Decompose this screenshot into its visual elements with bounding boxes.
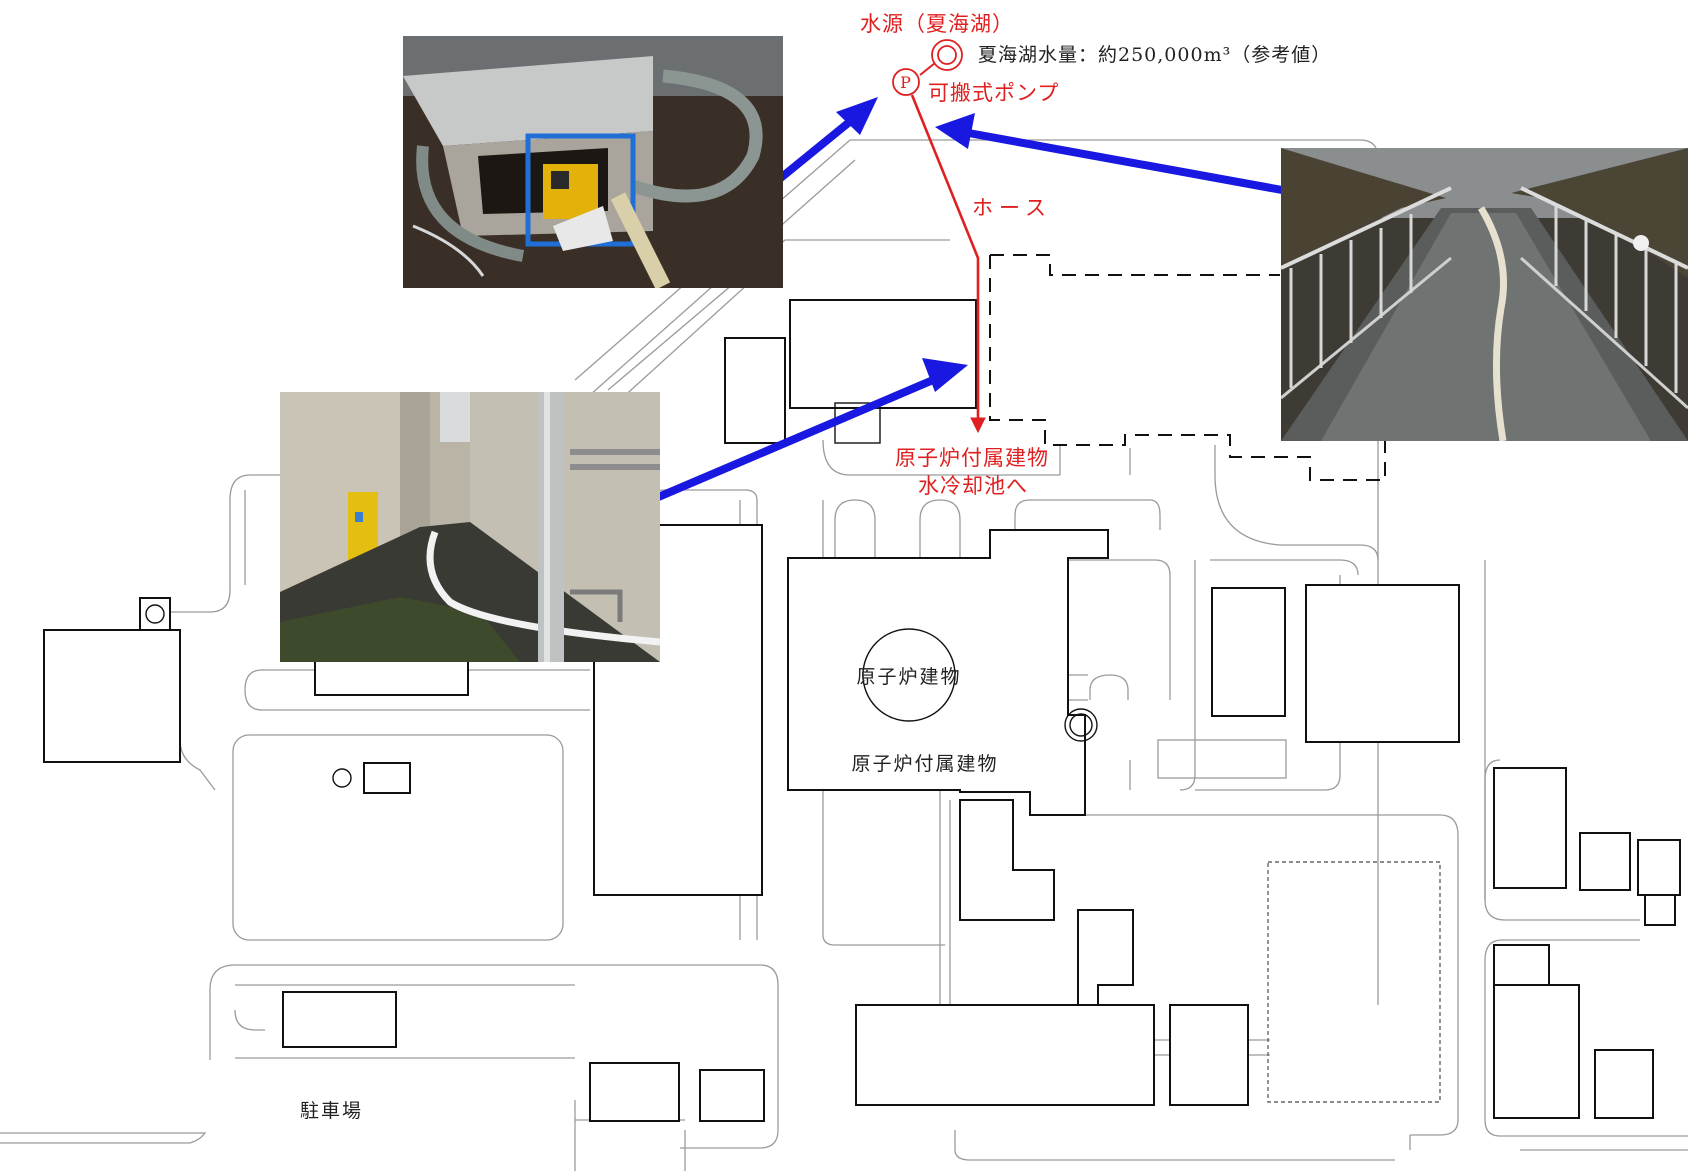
building-east-h — [1493, 984, 1580, 1119]
pump-symbol: P — [900, 73, 912, 92]
tank-small — [332, 768, 352, 788]
arrow-building-photo — [626, 373, 942, 514]
building-north-a — [724, 337, 786, 444]
photo-pointer-arrows — [626, 97, 1316, 514]
building-north-b — [789, 299, 977, 409]
lake-volume-note: 夏海湖水量：約250,000m³（参考値） — [978, 44, 1331, 66]
building-east-d — [1579, 832, 1631, 891]
reactor-aux-building-label: 原子炉付属建物 — [851, 753, 998, 775]
building-small-b — [363, 762, 411, 794]
hose-route — [910, 94, 986, 434]
tank-west — [145, 604, 165, 624]
building-east-a — [1211, 587, 1286, 717]
pump-icon — [892, 68, 920, 96]
building-side-hose-photo — [280, 392, 660, 662]
reactor-building-label: 原子炉建物 — [856, 666, 961, 688]
building-south-b — [1077, 909, 1134, 1006]
building-southwest-b — [589, 1062, 680, 1122]
building-east-e — [1637, 839, 1681, 896]
arrow-walkway-photo — [962, 128, 1316, 200]
water-source-icon — [931, 39, 963, 71]
building-south-d — [1169, 1004, 1249, 1106]
building-west — [43, 629, 181, 763]
portable-pump-label: 可搬式ポンプ — [928, 81, 1059, 105]
destination-label-line2: 水冷却池へ — [918, 474, 1028, 498]
portable-pump-photo — [403, 36, 783, 288]
building-east-f — [1644, 894, 1676, 926]
tank-reactor — [1064, 708, 1098, 742]
reactor-building — [862, 628, 956, 722]
building-south-a — [959, 799, 1055, 921]
building-east-i — [1594, 1049, 1654, 1119]
water-source-label: 水源（夏海湖） — [860, 12, 1014, 36]
building-south-c — [855, 1004, 1155, 1106]
building-west-annex — [139, 597, 171, 631]
water-source: P — [892, 39, 963, 96]
walkway-hose-photo — [1281, 148, 1688, 441]
hose-label: ホース — [972, 196, 1052, 220]
destination-label-line1: 原子炉付属建物 — [895, 446, 1049, 470]
parking-label: 駐車場 — [300, 1100, 363, 1122]
dashed-route — [989, 254, 1386, 481]
building-east-b — [1305, 584, 1460, 743]
building-southwest-c — [699, 1069, 765, 1122]
building-east-g — [1493, 944, 1550, 986]
building-east-c — [1493, 767, 1567, 889]
building-southwest-a — [282, 991, 397, 1048]
buildings — [43, 299, 1681, 1122]
dashed-area — [1267, 861, 1441, 1103]
